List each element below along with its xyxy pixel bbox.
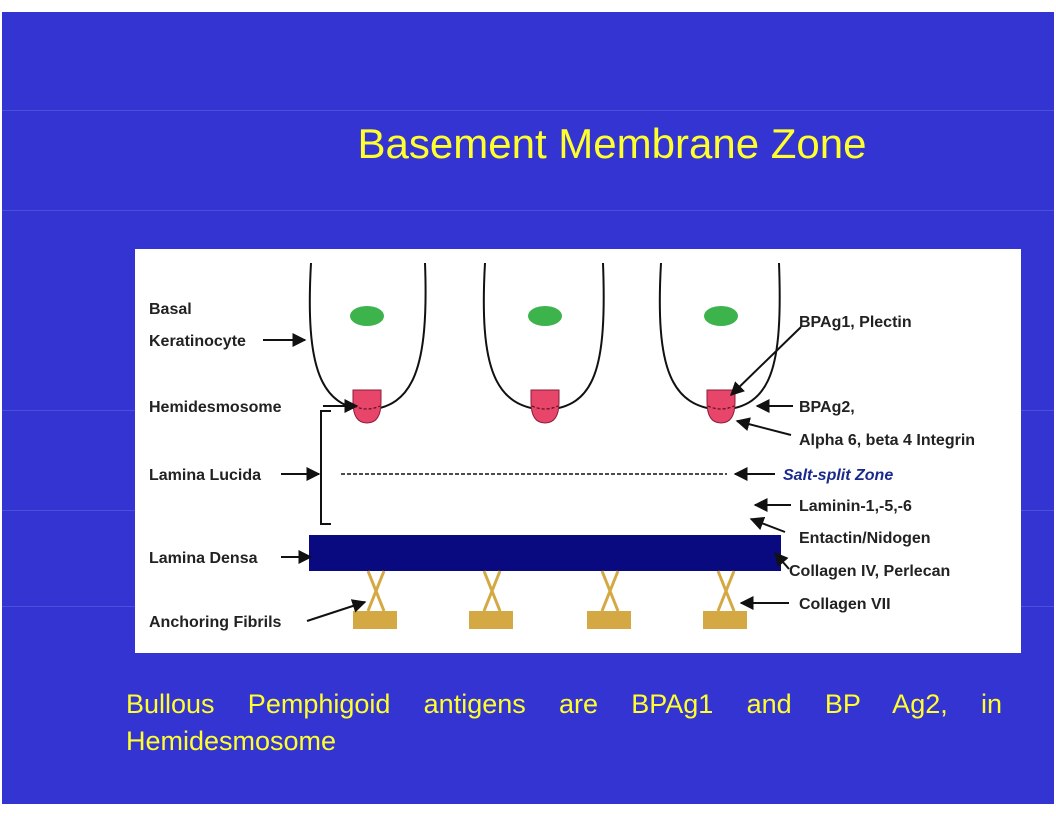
label-bpag1-plectin: BPAg1, Plectin xyxy=(799,314,912,331)
hemidesmosome-1 xyxy=(352,389,382,424)
lamina-lucida-bracket xyxy=(320,410,331,525)
divider-line xyxy=(2,110,1054,111)
label-salt-split-zone: Salt-split Zone xyxy=(783,467,893,484)
label-keratinocyte: Keratinocyte xyxy=(149,333,246,350)
label-entactin-nidogen: Entactin/Nidogen xyxy=(799,530,931,547)
bmz-diagram-svg: Basal Keratinocyte Hemidesmosome Lamina … xyxy=(149,262,975,631)
anchoring-fibril-2 xyxy=(469,570,513,629)
label-hemidesmosome: Hemidesmosome xyxy=(149,399,282,416)
anchoring-fibril-1 xyxy=(353,570,397,629)
arrow-bpag1 xyxy=(729,326,802,396)
label-collagen-iv-perlecan: Collagen IV, Perlecan xyxy=(789,563,950,580)
label-basal: Basal xyxy=(149,301,192,318)
label-lamina-lucida: Lamina Lucida xyxy=(149,467,261,484)
arrow-alpha6 xyxy=(735,417,792,436)
nucleus-1 xyxy=(350,306,384,326)
arrow-anchoring-fibrils xyxy=(306,599,367,622)
arrow-entactin xyxy=(749,516,786,533)
keratinocyte-cell-2 xyxy=(482,262,605,412)
anchoring-fibril-3 xyxy=(587,570,631,629)
bmz-diagram: Basal Keratinocyte Hemidesmosome Lamina … xyxy=(135,249,1021,653)
anchoring-fibril-4 xyxy=(703,570,747,629)
slide-title: Basement Membrane Zone xyxy=(357,120,867,167)
lamina-densa-bar xyxy=(309,535,781,571)
hemidesmosome-2 xyxy=(530,389,560,424)
label-bpag2: BPAg2, xyxy=(799,399,855,416)
slide-caption: Bullous Pemphigoid antigens are BPAg1 an… xyxy=(126,689,1002,756)
nucleus-2 xyxy=(528,306,562,326)
slide: Basement Membrane Zone xyxy=(2,12,1054,804)
label-anchoring-fibrils: Anchoring Fibrils xyxy=(149,614,282,631)
label-collagen-vii: Collagen VII xyxy=(799,596,891,613)
label-alpha6-beta4: Alpha 6, beta 4 Integrin xyxy=(799,432,975,449)
label-laminin: Laminin-1,-5,-6 xyxy=(799,498,912,515)
nucleus-3 xyxy=(704,306,738,326)
hemidesmosome-3 xyxy=(706,389,736,424)
divider-line xyxy=(2,210,1054,211)
arrow-collagen-iv xyxy=(774,551,790,570)
keratinocyte-cell-1 xyxy=(308,262,427,412)
keratinocyte-cell-3 xyxy=(658,262,781,412)
label-lamina-densa: Lamina Densa xyxy=(149,550,258,567)
